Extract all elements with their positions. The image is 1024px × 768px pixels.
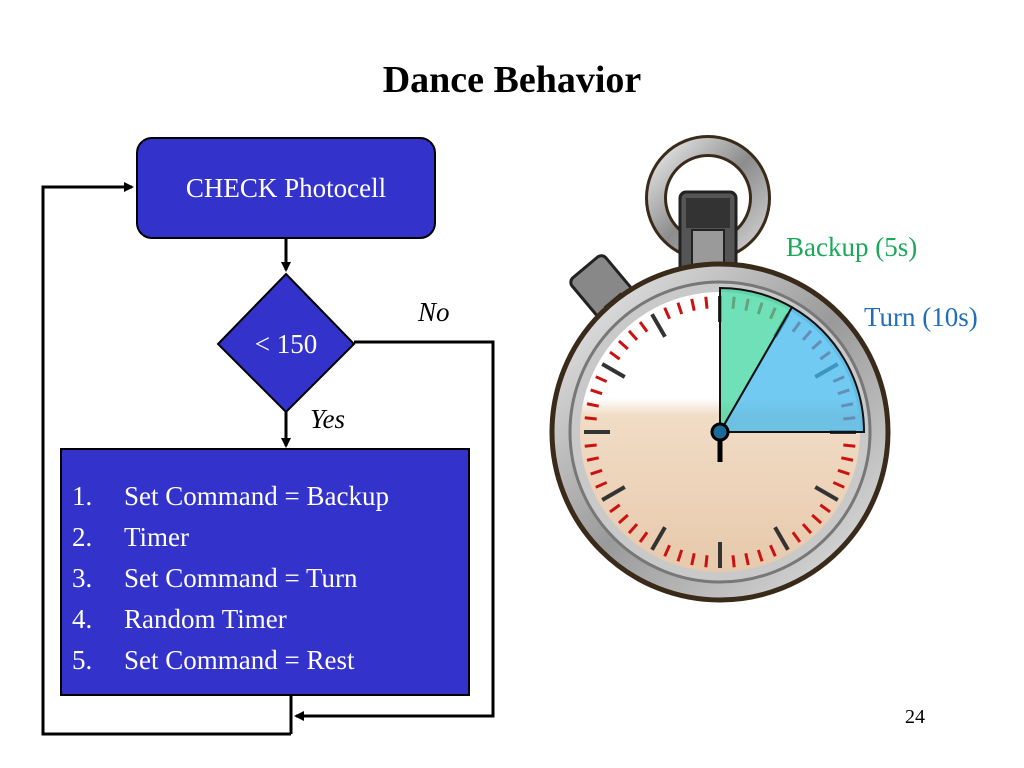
step-item: 2. Timer [72, 517, 468, 558]
stopwatch-major-tick [650, 313, 667, 338]
stopwatch-minor-tick [676, 549, 684, 562]
stopwatch-minor-tick [586, 402, 600, 408]
check-photocell-box: CHECK Photocell [136, 137, 436, 239]
stopwatch-minor-tick [627, 329, 639, 341]
stopwatch-minor-tick [617, 513, 629, 525]
stopwatch-minor-tick [609, 350, 621, 361]
stopwatch-minor-tick [663, 544, 671, 557]
decision-label: < 150 [254, 329, 318, 359]
turn-wedge [718, 305, 866, 433]
step-text: Set Command = Backup [124, 481, 389, 511]
stopwatch-minor-tick [617, 339, 629, 351]
loop-back-arrow [41, 182, 291, 736]
stopwatch-minor-tick [609, 503, 621, 514]
turn-label: Turn (10s) [864, 302, 978, 332]
step-text: Timer [124, 522, 190, 552]
stopwatch-minor-tick [586, 456, 600, 462]
stopwatch-major-tick [773, 526, 790, 551]
step-item: 1. Set Command = Backup [72, 476, 468, 517]
stopwatch-minor-tick [791, 531, 802, 543]
stopwatch-minor-tick [819, 503, 831, 514]
stopwatch-minor-tick [843, 443, 856, 448]
stopwatch-hub [710, 422, 730, 442]
stopwatch-minor-tick [638, 321, 649, 333]
stopwatch-minor-tick [590, 388, 603, 396]
stopwatch-minor-tick [638, 531, 649, 543]
step-text: Random Timer [124, 604, 287, 634]
step-item: 5. Set Command = Rest [72, 640, 468, 681]
stopwatch-minor-tick [731, 555, 736, 568]
stopwatch-minor-tick [590, 468, 603, 476]
stopwatch-minor-tick [627, 523, 639, 535]
step-number: 5. [72, 645, 93, 675]
step-item: 4. Random Timer [72, 599, 468, 640]
steps-box: 1. Set Command = Backup 2. Timer 3. Set Com… [60, 448, 470, 696]
stopwatch-minor-tick [769, 544, 777, 557]
step-number: 4. [72, 604, 93, 634]
stopwatch-major-tick [814, 485, 839, 502]
stopwatch-minor-tick [595, 375, 608, 383]
stopwatch-minor-tick [690, 552, 696, 566]
yes-label: Yes [310, 404, 346, 434]
stopwatch-minor-tick [584, 416, 597, 421]
stopwatch-major-tick [601, 362, 626, 379]
stopwatch-wedges [718, 286, 866, 436]
stopwatch-minor-tick [584, 443, 597, 448]
stopwatch-major-tick [650, 526, 667, 551]
step-number: 3. [72, 563, 93, 593]
slide-title: Dance Behavior [382, 59, 642, 101]
arrow-no [294, 340, 495, 721]
stopwatch-minor-tick [676, 302, 684, 315]
stopwatch-minor-tick [744, 552, 750, 566]
stopwatch-minor-tick [837, 468, 850, 476]
page-number: 24 [905, 706, 925, 728]
stopwatch-minor-tick [811, 513, 823, 525]
step-text: Set Command = Turn [124, 563, 358, 593]
step-number: 1. [72, 481, 93, 511]
stopwatch-minor-tick [756, 549, 764, 562]
step-item: 3. Set Command = Turn [72, 558, 468, 599]
step-text: Set Command = Rest [124, 645, 355, 675]
stopwatch-minor-tick [595, 481, 608, 489]
backup-label: Backup (5s) [786, 232, 918, 262]
stopwatch-minor-tick [704, 555, 709, 568]
stopwatch-major-tick [601, 485, 626, 502]
stopwatch-minor-tick [801, 523, 813, 535]
stopwatch-minor-tick [704, 296, 709, 309]
stopwatch-minor-tick [663, 307, 671, 320]
step-number: 2. [72, 522, 93, 552]
no-label: No [418, 297, 450, 327]
stopwatch-minor-tick [832, 481, 845, 489]
steps-list: 1. Set Command = Backup 2. Timer 3. Set Com… [72, 476, 468, 681]
stopwatch-minor-tick [840, 456, 854, 462]
stopwatch-minor-tick [690, 298, 696, 312]
